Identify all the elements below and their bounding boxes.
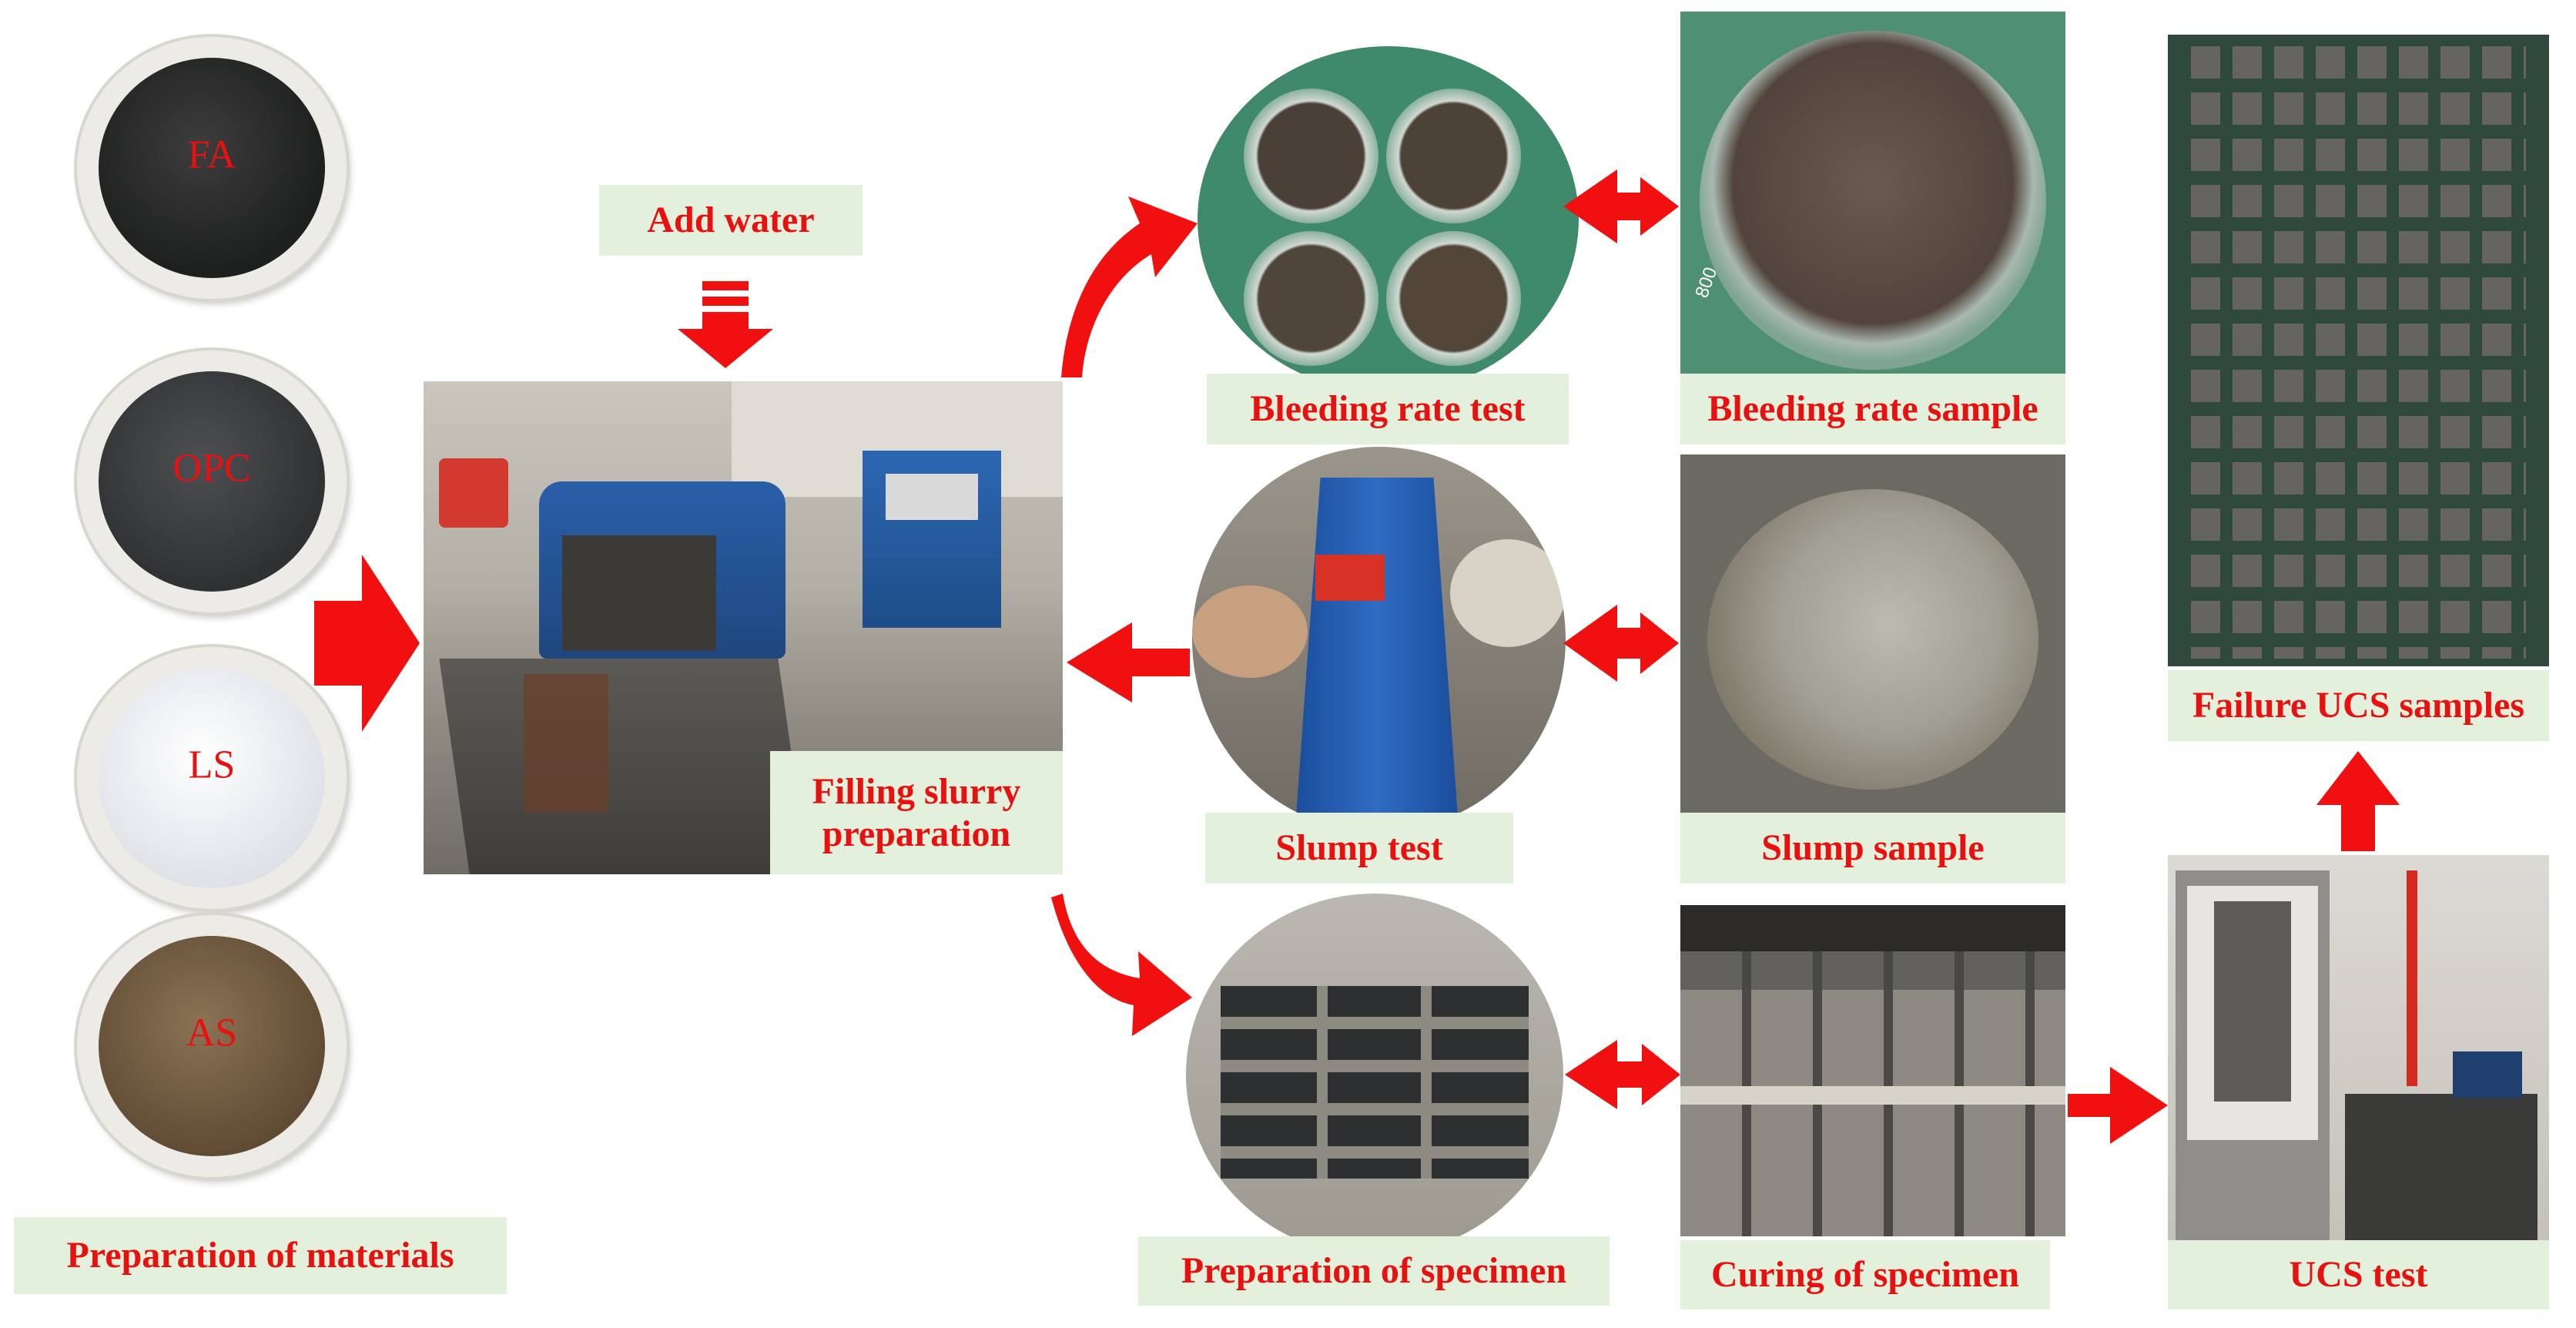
material-bowl-opc: OPC xyxy=(77,350,347,612)
filling-slurry-preparation-label: Filling slurry preparation xyxy=(770,751,1063,874)
ucs-test-photo xyxy=(2168,855,2549,1248)
bleeding-test-to-sample-arrow-icon xyxy=(1563,169,1644,243)
slump-test-to-sample-arrow-icon xyxy=(1563,605,1644,682)
preparation-of-materials-label: Preparation of materials xyxy=(14,1217,507,1294)
material-label-ls: LS xyxy=(188,743,236,787)
mixer-to-bleeding-test-arrow-icon xyxy=(1061,196,1198,377)
bleeding-rate-test-label: Bleeding rate test xyxy=(1207,374,1569,444)
material-bowl-fa: FA xyxy=(77,37,347,299)
ucs-to-failure-arrow-icon xyxy=(2316,751,2400,851)
curing-to-ucs-arrow-icon xyxy=(2068,1067,2168,1144)
filling-slurry-line2: preparation xyxy=(822,813,1011,854)
material-bowl-as: AS xyxy=(77,915,347,1177)
material-bowl-ls: LS xyxy=(77,647,347,909)
ucs-test-label: UCS test xyxy=(2168,1240,2549,1310)
preparation-of-specimen-photo xyxy=(1186,894,1563,1256)
material-label-fa: FA xyxy=(187,132,236,177)
slump-test-photo xyxy=(1192,447,1566,832)
materials-to-mixer-arrow-icon xyxy=(314,555,420,732)
filling-slurry-line1: Filling slurry xyxy=(812,770,1021,812)
curing-of-specimen-photo xyxy=(1680,905,2065,1236)
material-label-as: AS xyxy=(186,1011,238,1055)
add-water-arrow-icon xyxy=(678,281,773,368)
bleeding-rate-test-photo xyxy=(1198,46,1579,393)
slump-sample-label: Slump sample xyxy=(1680,813,2065,884)
failure-ucs-samples-photo xyxy=(2168,35,2549,666)
bleeding-rate-sample-label: Bleeding rate sample xyxy=(1680,374,2065,444)
preparation-of-specimen-label: Preparation of specimen xyxy=(1138,1236,1610,1306)
failure-ucs-samples-label: Failure UCS samples xyxy=(2168,670,2549,741)
bleeding-rate-sample-photo: 800 xyxy=(1680,12,2065,374)
mixer-to-slump-test-arrow-icon xyxy=(1067,622,1190,703)
specimen-to-curing-arrow-icon xyxy=(1565,1040,1648,1109)
curing-of-specimen-label: Curing of specimen xyxy=(1680,1240,2050,1310)
material-label-opc: OPC xyxy=(173,446,251,491)
slump-test-label: Slump test xyxy=(1205,813,1513,884)
slump-sample-photo xyxy=(1680,454,2065,820)
mixer-to-specimen-prep-arrow-icon xyxy=(1051,894,1192,1036)
add-water-label: Add water xyxy=(599,185,863,256)
